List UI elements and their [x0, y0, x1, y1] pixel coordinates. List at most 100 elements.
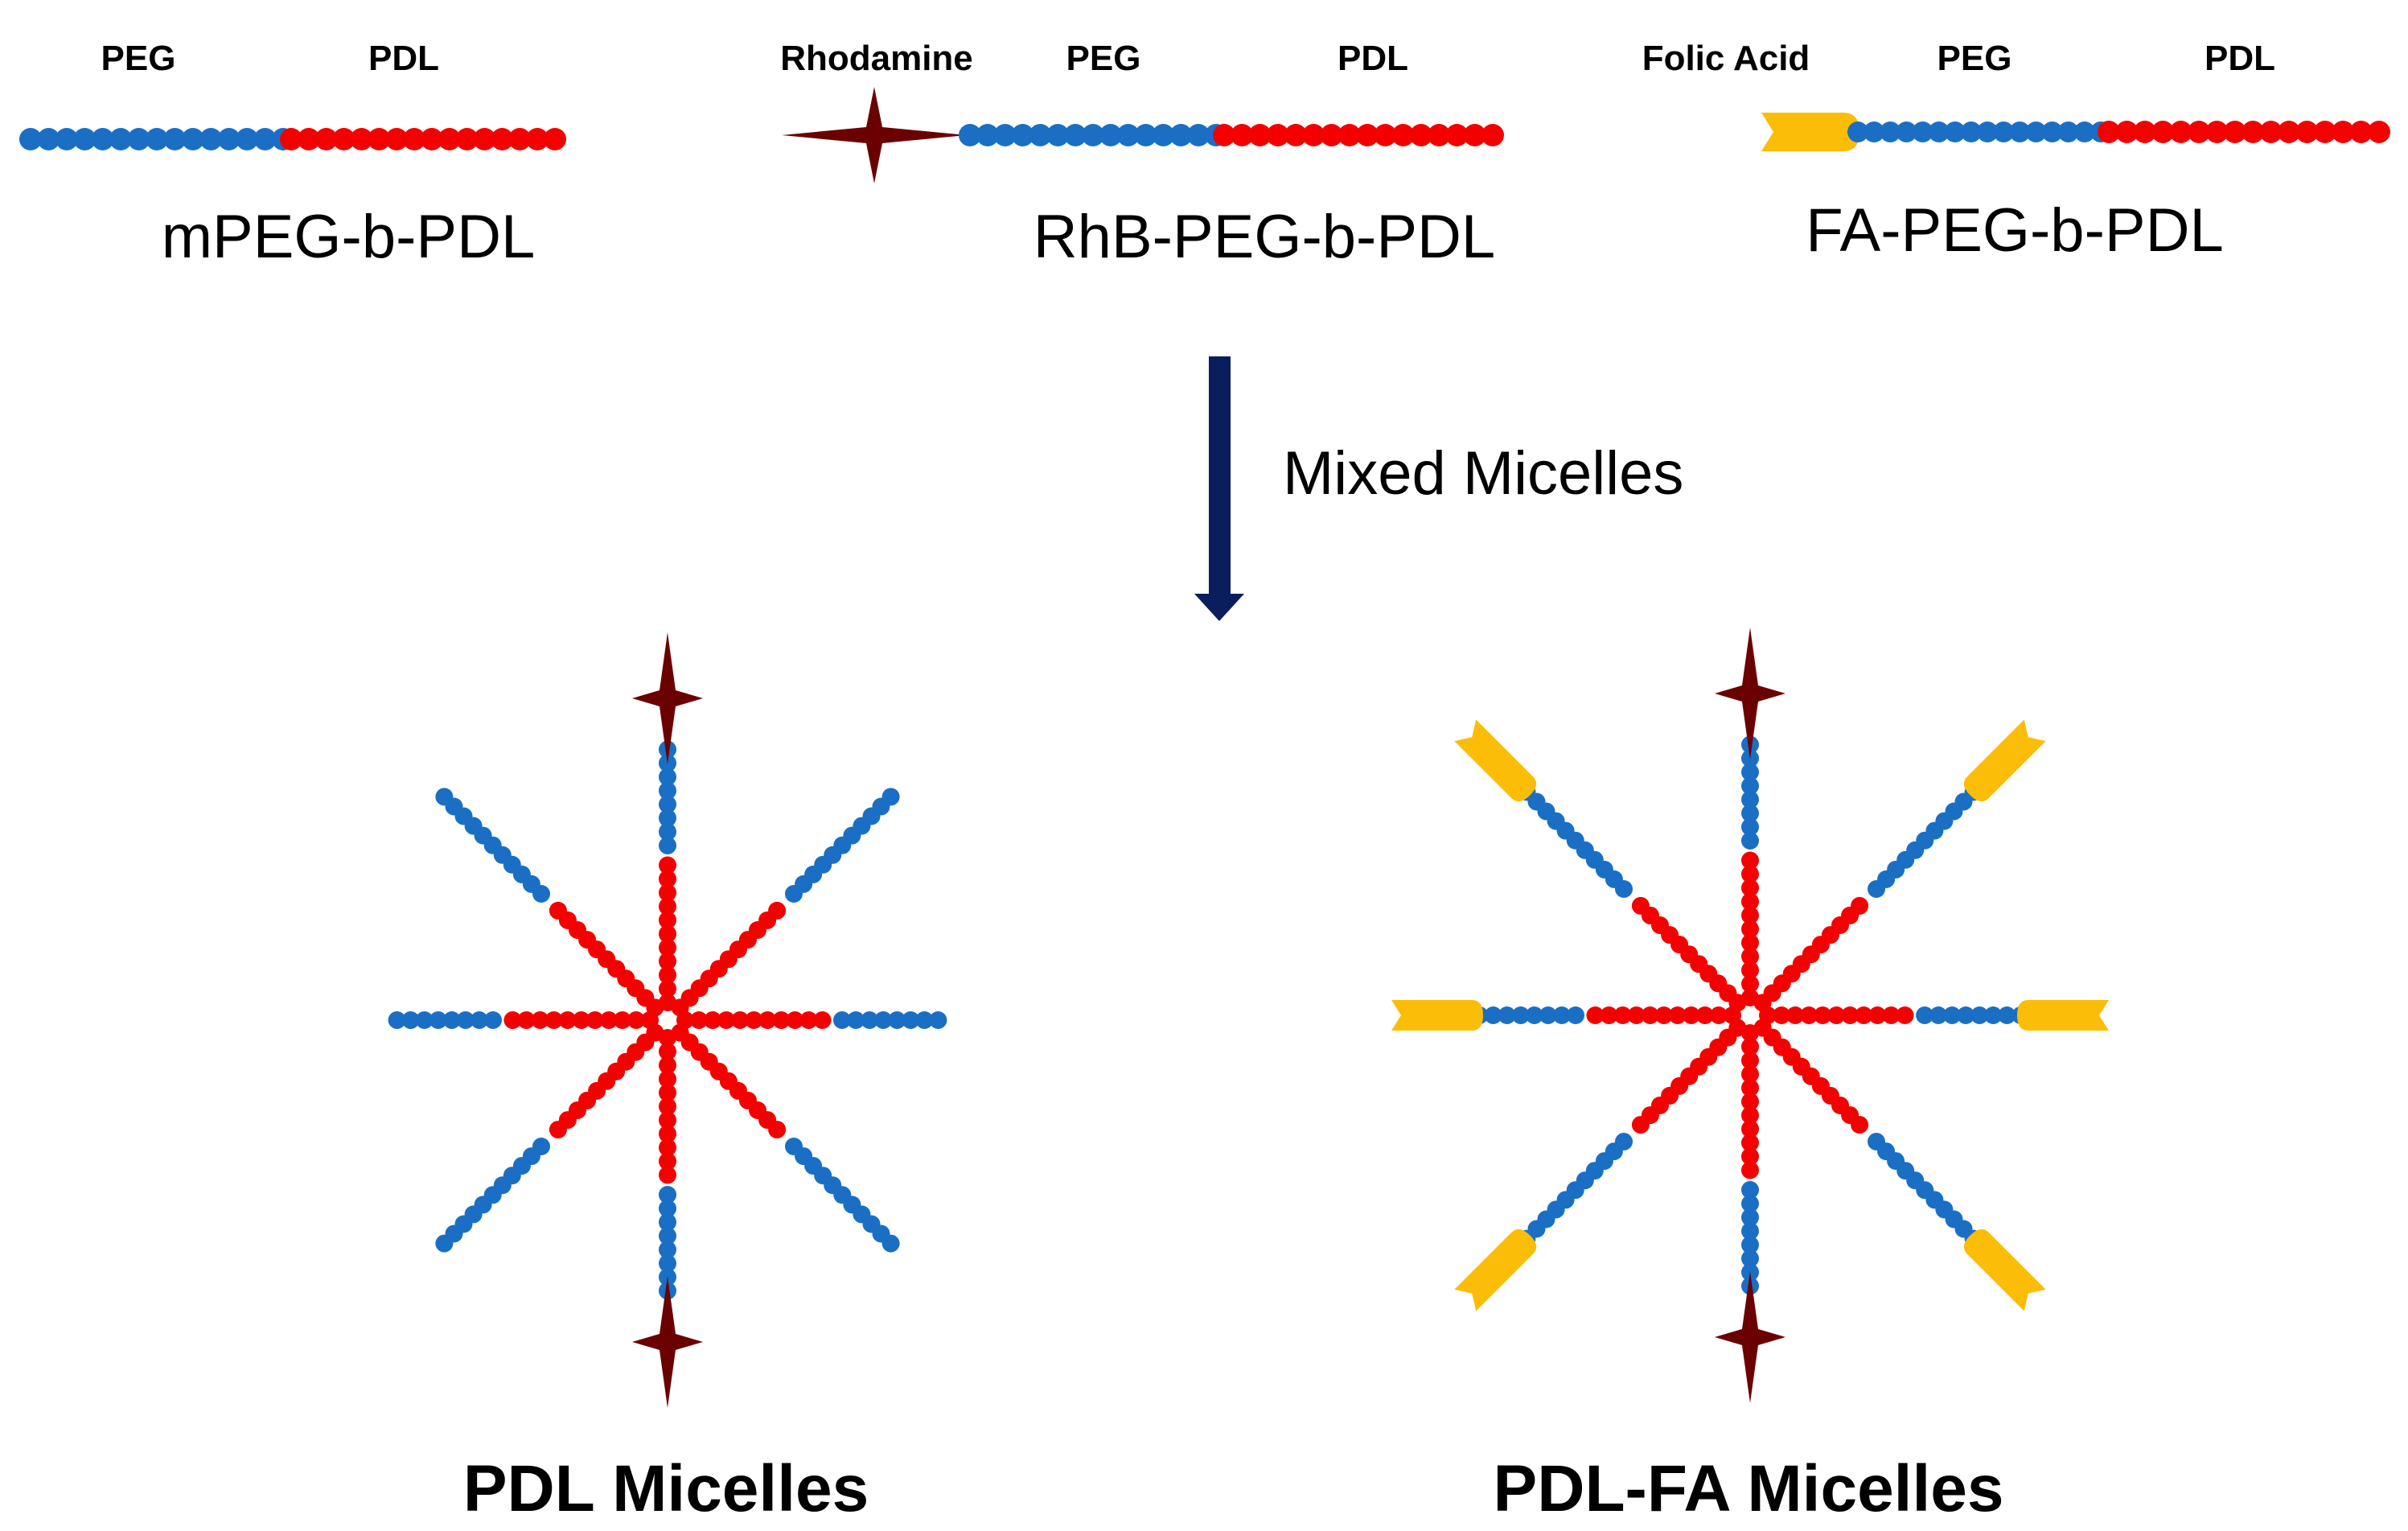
peg-bead [1741, 1181, 1759, 1199]
peg-bead [401, 1011, 420, 1029]
micelle-arm [1715, 1024, 1785, 1403]
peg-bead [1741, 804, 1759, 822]
peg-bead [659, 1213, 676, 1232]
pdl-bead [1613, 1006, 1632, 1024]
peg-bead [659, 1227, 676, 1245]
pdl-bead [1391, 124, 1415, 146]
pdl-bead [659, 1125, 676, 1143]
peg-bead [902, 1011, 920, 1029]
pdl-bead [1851, 896, 1869, 915]
peg-segment-label: PEG [1937, 39, 2012, 78]
peg-bead [1741, 790, 1759, 809]
peg-bead [1847, 121, 1868, 142]
peg-bead [435, 1234, 454, 1253]
pdl-bead [1741, 1147, 1759, 1166]
pdl-bead [745, 1011, 763, 1029]
peg-bead [659, 1254, 676, 1273]
pdl-bead [659, 980, 676, 998]
peg-bead [470, 1011, 488, 1029]
pdl-bead [659, 883, 676, 902]
pdl-bead [659, 897, 676, 916]
peg-bead [1741, 1195, 1759, 1213]
pdl-bead [613, 1011, 631, 1029]
micelle-arm [676, 1011, 947, 1029]
peg-bead [847, 1011, 865, 1029]
peg-bead [1741, 1249, 1759, 1268]
pdl-bead [1773, 1006, 1791, 1024]
peg-bead [1498, 1006, 1516, 1024]
pdl-bead [1741, 975, 1759, 993]
pdl-bead [1682, 1006, 1700, 1024]
peg-bead [199, 128, 223, 150]
folic-acid-icon [1454, 1229, 1537, 1311]
peg-bead [1943, 1006, 1962, 1024]
micelle-arm [1753, 719, 2046, 1012]
peg-bead [993, 124, 1017, 146]
polymer-name: RhB-PEG-b-PDL [1033, 203, 1495, 271]
pdl-bead [799, 1011, 818, 1029]
peg-bead [19, 128, 42, 150]
pdl-bead [2242, 121, 2265, 143]
pdl-bead [508, 128, 532, 150]
micelle-arm [1391, 1000, 1741, 1031]
pdl-bead [1741, 892, 1759, 911]
pdl-bead [731, 1011, 750, 1029]
pdl-bead [758, 1011, 777, 1029]
peg-bead [1552, 1006, 1571, 1024]
folic-acid-label: Folic Acid [1642, 39, 1810, 78]
peg-bead [91, 128, 114, 150]
peg-bead [1928, 121, 1950, 142]
peg-bead [1896, 121, 1917, 142]
pdl-bead [1741, 865, 1759, 883]
pdl-bead [690, 1011, 708, 1029]
pdl-bead [659, 1166, 676, 1184]
polymer-mpeg-b-pdl: PEG PDL mPEG-b-PDL [19, 39, 566, 271]
peg-bead [1916, 1006, 1934, 1024]
folic-acid-icon [1963, 719, 2046, 802]
peg-bead [236, 128, 259, 150]
polymer-name: FA-PEG-b-PDL [1806, 196, 2223, 265]
peg-bead [1977, 121, 1999, 142]
pdl-bead [2223, 121, 2246, 143]
micelle-arm [1759, 1000, 2109, 1031]
peg-bead [659, 781, 676, 800]
pdl-bead [659, 1070, 676, 1089]
peg-bead [2025, 121, 2047, 142]
pdl-bead [1631, 1116, 1650, 1134]
pdl-bead [1741, 1134, 1759, 1152]
pdl-bead [1814, 1006, 1832, 1024]
pdl-bead [455, 128, 479, 150]
pdl-bead [659, 952, 676, 970]
peg-bead [1912, 121, 1933, 142]
process-arrow-label: Mixed Micelles [1283, 439, 1683, 508]
pdl-bead [1741, 1120, 1759, 1138]
pdl-bead [1481, 124, 1504, 146]
peg-bead [1567, 1006, 1584, 1024]
micelle-arm [388, 1011, 659, 1029]
pdl-bead [1741, 851, 1759, 870]
pdl-micelle [388, 632, 947, 1408]
pdl-bead [659, 1097, 676, 1116]
peg-bead [659, 837, 676, 854]
folic-acid-icon [2017, 1000, 2109, 1031]
pdl-bead [2133, 121, 2156, 143]
pdl-bead [2259, 121, 2283, 143]
peg-bead [442, 1011, 461, 1029]
pdl-bead [1851, 1116, 1869, 1134]
pdl-segment-label: PDL [1338, 39, 1408, 78]
peg-bead [109, 128, 133, 150]
peg-bead [1064, 124, 1087, 146]
pdl-bead [1868, 1006, 1887, 1024]
pdl-bead [558, 1011, 577, 1029]
peg-bead [659, 822, 676, 841]
peg-bead [1880, 121, 1901, 142]
micelle-arm [671, 788, 900, 1017]
rhodamine-star-icon [632, 632, 703, 764]
pdl-bead [2169, 121, 2192, 143]
pdl-bead [1338, 124, 1361, 146]
pdl-bead [1741, 1038, 1759, 1056]
pdl-bead [1800, 1006, 1818, 1024]
polymer-row: PEG PDL mPEG-b-PDL Rhodamine PEG PDL RhB… [19, 39, 2390, 271]
pdl-bead [1586, 1006, 1605, 1024]
pdl-bead [1741, 920, 1759, 938]
